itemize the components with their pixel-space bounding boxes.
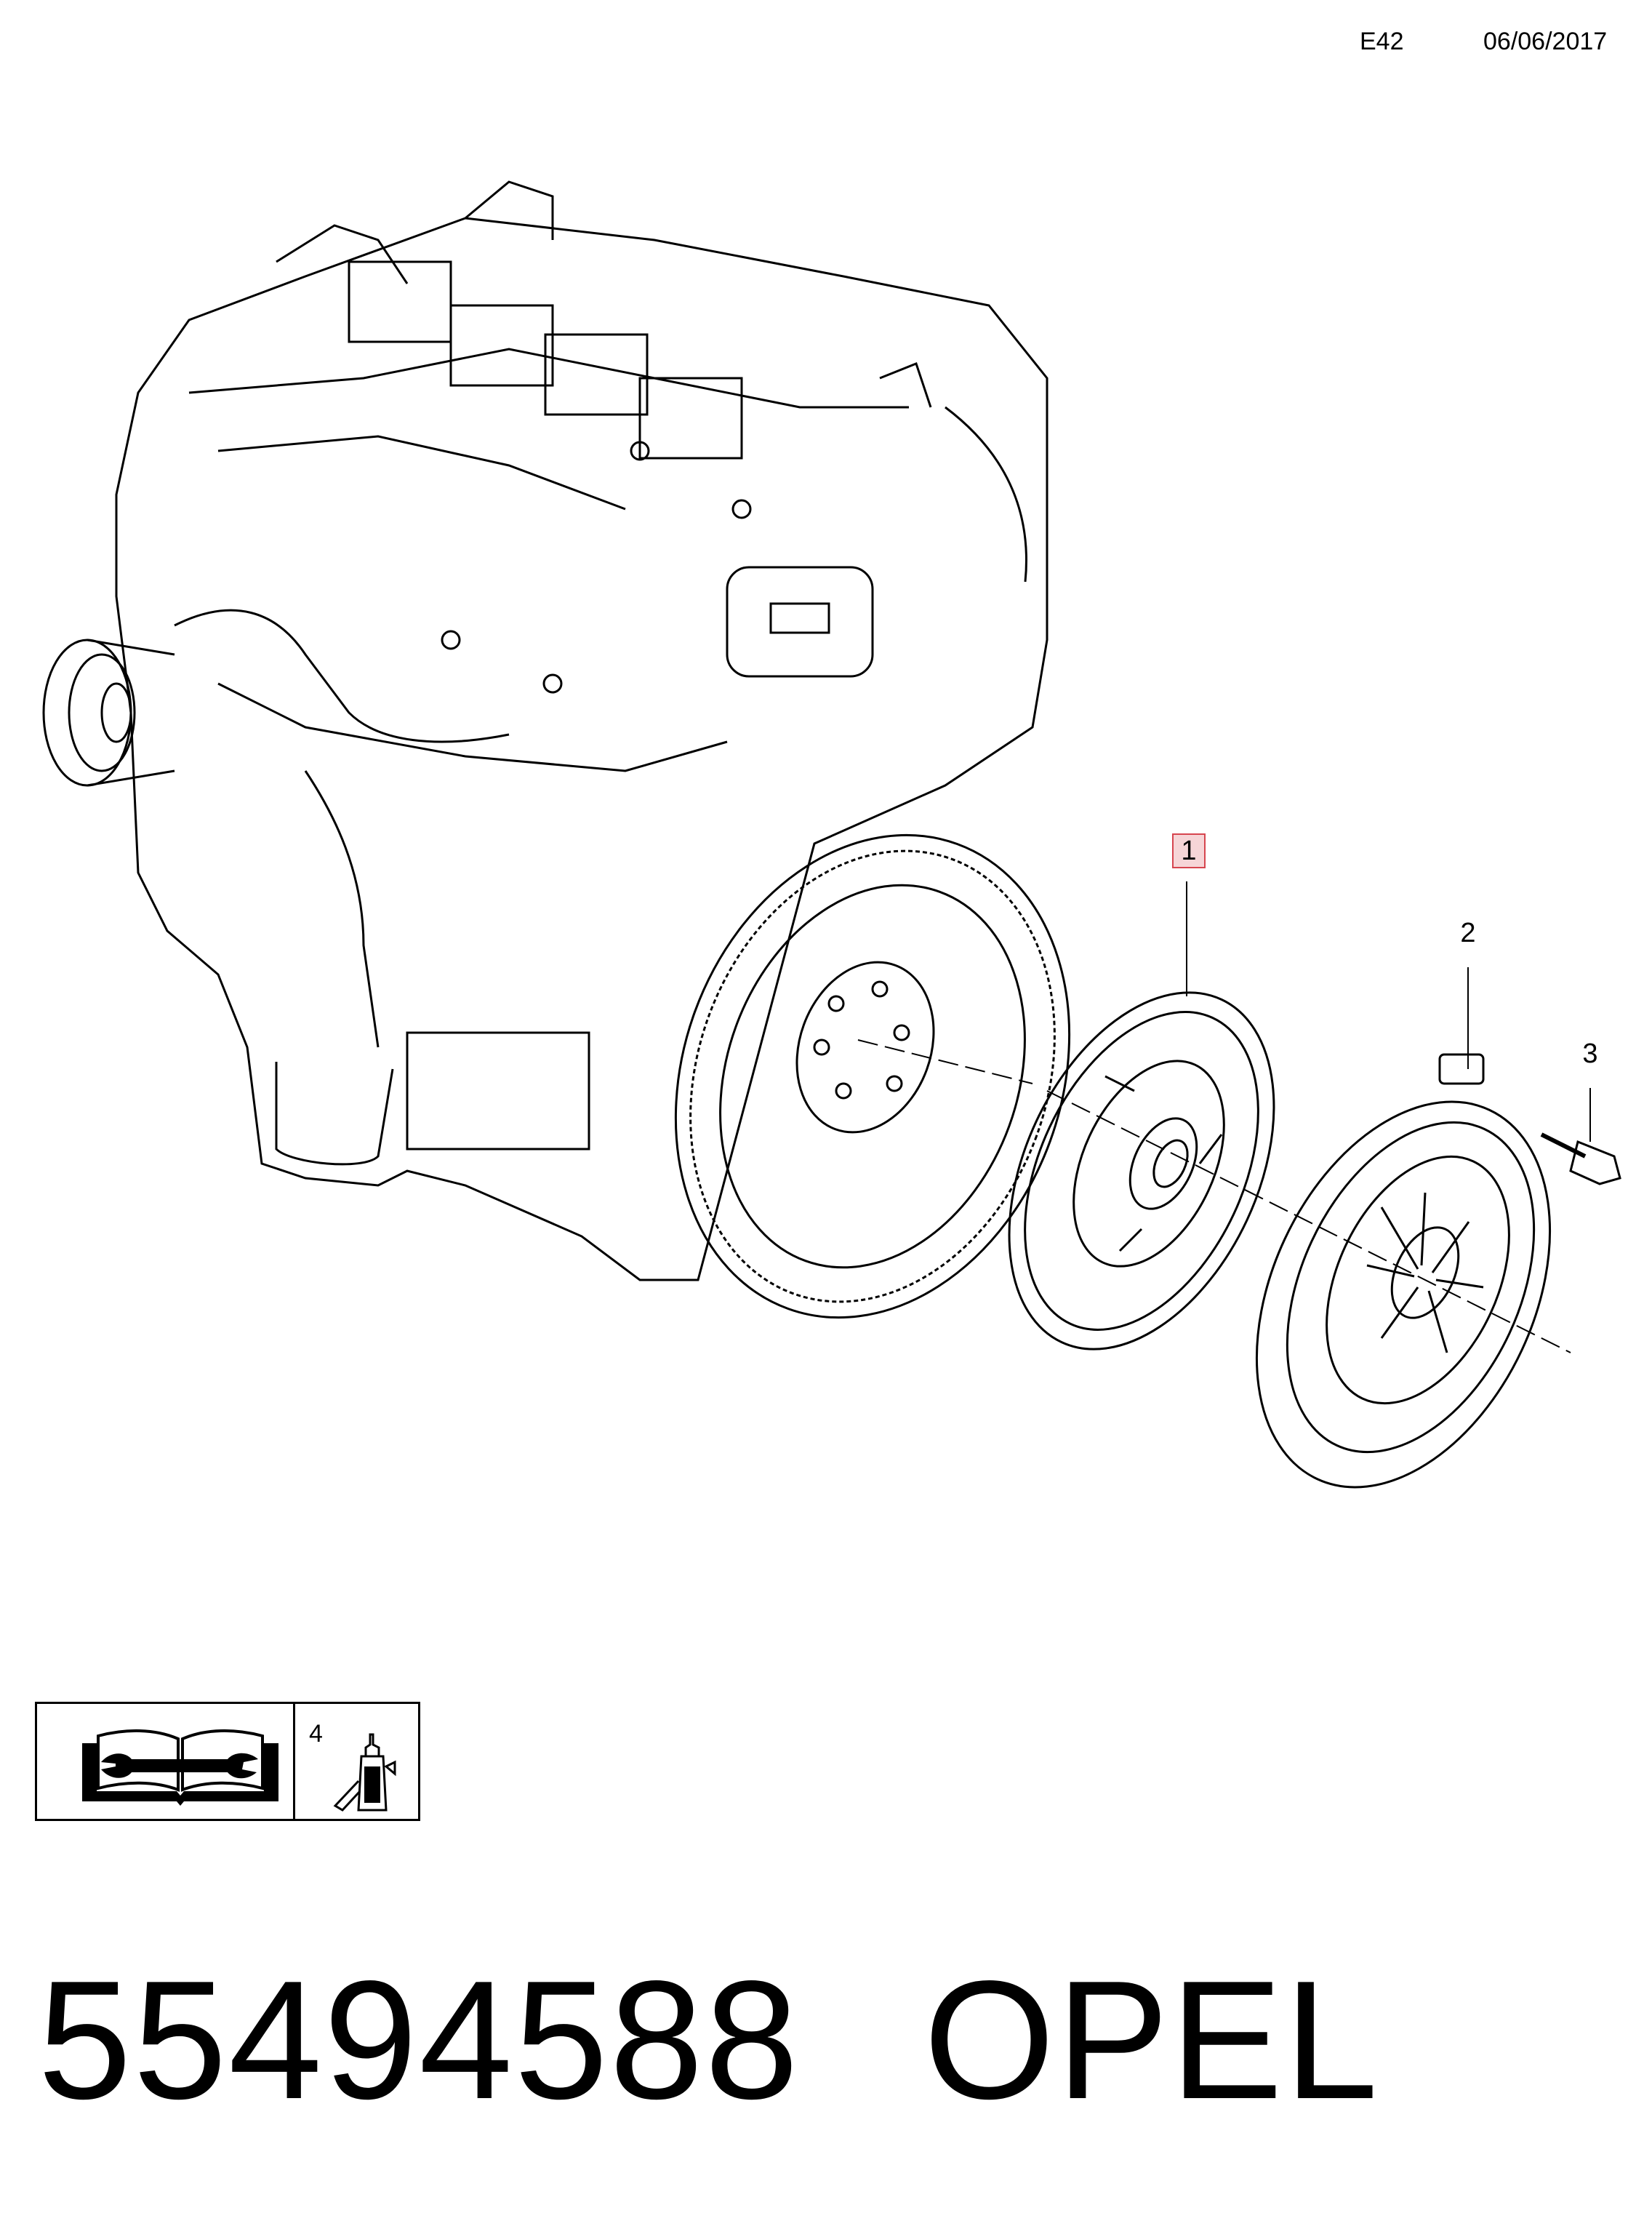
repair-manual-icon (82, 1729, 278, 1806)
bolt (1540, 1132, 1621, 1185)
legend-item-number: 4 (309, 1720, 323, 1748)
legend-box: 4 (35, 1702, 420, 1821)
legend-divider (293, 1704, 295, 1819)
lubricant-bottle-icon (333, 1733, 396, 1812)
callout-part-1[interactable]: 1 (1172, 833, 1206, 868)
part-number: 55494588 (38, 1946, 801, 2134)
brand-name: OPEL (923, 1946, 1380, 2134)
pressure-plate (1255, 1053, 1552, 1489)
assembly-axis-line (857, 1039, 1571, 1353)
clutch-disc (1008, 991, 1275, 1350)
callout-part-3[interactable]: 3 (1582, 1039, 1598, 1069)
flywheel (674, 833, 1071, 1319)
callout-part-2[interactable]: 2 (1460, 918, 1476, 948)
exploded-view-drawing (42, 180, 1621, 1489)
engine-block (115, 180, 1048, 1281)
diagram-code: E42 (1360, 28, 1404, 55)
crank-pulley (42, 639, 175, 787)
diagram-date: 06/06/2017 (1483, 28, 1608, 55)
